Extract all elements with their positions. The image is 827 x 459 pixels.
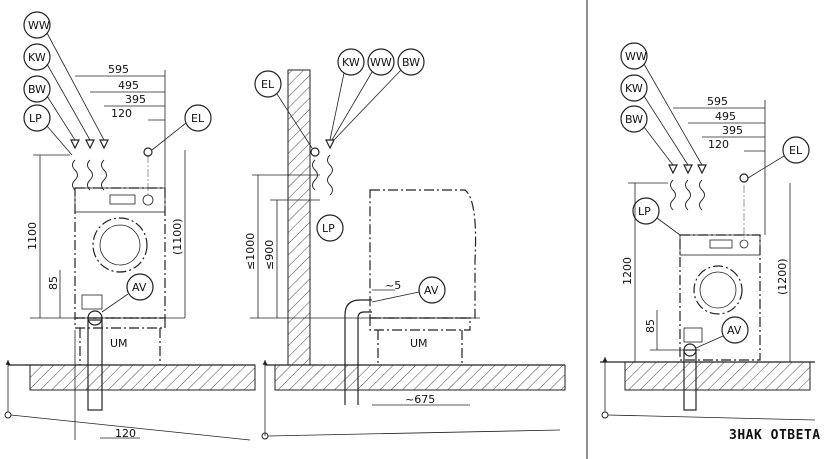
- svg-text:KW: KW: [342, 56, 360, 69]
- svg-text:BW: BW: [402, 56, 420, 69]
- bubble-lp: LP: [23, 104, 73, 156]
- bubble-kw: KW: [23, 43, 91, 141]
- dim-1100: 1100: [26, 222, 39, 250]
- dim-1100-bracket: (1100): [171, 218, 184, 255]
- unit-label-middle: UM: [410, 337, 428, 350]
- dim-le900: ≤900: [263, 240, 276, 270]
- left-view: UM 595 495 395 120 1100 (1100) 85: [4, 11, 256, 441]
- svg-text:AV: AV: [424, 284, 439, 297]
- wall-hatch: [287, 69, 311, 366]
- dim-675: ~675: [405, 393, 435, 406]
- floor-hatch-right: [624, 361, 811, 391]
- svg-text:KW: KW: [28, 51, 46, 64]
- svg-text:AV: AV: [727, 324, 742, 337]
- dim-595: 595: [108, 63, 129, 76]
- bubble-lp-right: LP: [632, 197, 681, 236]
- dim-495-right: 495: [715, 110, 736, 123]
- middle-view: UM ≤1000 ≤900 ~675 ~5 EL KW: [244, 48, 566, 440]
- door-circle: [92, 217, 148, 273]
- bubble-el: EL: [151, 104, 212, 151]
- svg-text:BW: BW: [28, 83, 46, 96]
- bubble-ww: WW: [23, 11, 105, 141]
- floor-hatch: [29, 364, 256, 391]
- bubble-av: AV: [101, 273, 154, 313]
- dim-595-right: 595: [707, 95, 728, 108]
- dim-1200-bracket: (1200): [776, 258, 789, 295]
- bubble-ww-middle: WW: [331, 48, 395, 141]
- unit-label: UM: [110, 337, 128, 350]
- bubble-bw: BW: [23, 75, 76, 141]
- bubble-lp-middle: LP: [316, 214, 344, 242]
- bubble-bw-middle: BW: [333, 48, 425, 141]
- svg-text:WW: WW: [625, 50, 647, 63]
- svg-text:LP: LP: [638, 205, 651, 218]
- dim-495: 495: [118, 79, 139, 92]
- bubble-kw-right: KW: [620, 74, 689, 166]
- svg-text:EL: EL: [789, 144, 803, 157]
- svg-text:EL: EL: [191, 112, 205, 125]
- bubble-el-right: EL: [747, 136, 810, 179]
- svg-text:WW: WW: [370, 56, 392, 69]
- svg-text:LP: LP: [29, 112, 42, 125]
- floor-hatch-middle: [274, 364, 566, 391]
- washing-machine-side-outline: [369, 189, 477, 319]
- bubble-bw-right: BW: [620, 105, 674, 166]
- dim-395-right: 395: [722, 124, 743, 137]
- bubble-el-middle: EL: [254, 70, 313, 149]
- dim-5: ~5: [385, 279, 401, 292]
- bubble-ww-right: WW: [620, 42, 703, 166]
- right-view: 595 495 395 120 1200 (1200) 85 WW KW BW: [600, 42, 816, 421]
- dim-395: 395: [125, 93, 146, 106]
- svg-text:AV: AV: [132, 281, 147, 294]
- bubble-av-right: AV: [695, 316, 749, 349]
- svg-text:BW: BW: [625, 113, 643, 126]
- dim-120-top-right: 120: [708, 138, 729, 151]
- svg-text:WW: WW: [28, 19, 50, 32]
- washing-machine-outline: [74, 187, 166, 319]
- answer-sign-label: ЗНАК ОТВЕТА: [729, 428, 821, 443]
- dim-120-top: 120: [111, 107, 132, 120]
- dim-1200: 1200: [621, 257, 634, 285]
- dim-120-bottom: 120: [115, 427, 136, 440]
- bubble-kw-middle: KW: [329, 48, 365, 141]
- bubble-av-middle: AV: [371, 276, 446, 304]
- svg-text:LP: LP: [322, 222, 335, 235]
- dim-le1000: ≤1000: [244, 233, 257, 270]
- washing-machine-outline-right: [679, 234, 761, 361]
- dim-85: 85: [47, 276, 60, 290]
- svg-text:EL: EL: [261, 78, 275, 91]
- svg-text:KW: KW: [625, 82, 643, 95]
- dim-85-right: 85: [644, 319, 657, 333]
